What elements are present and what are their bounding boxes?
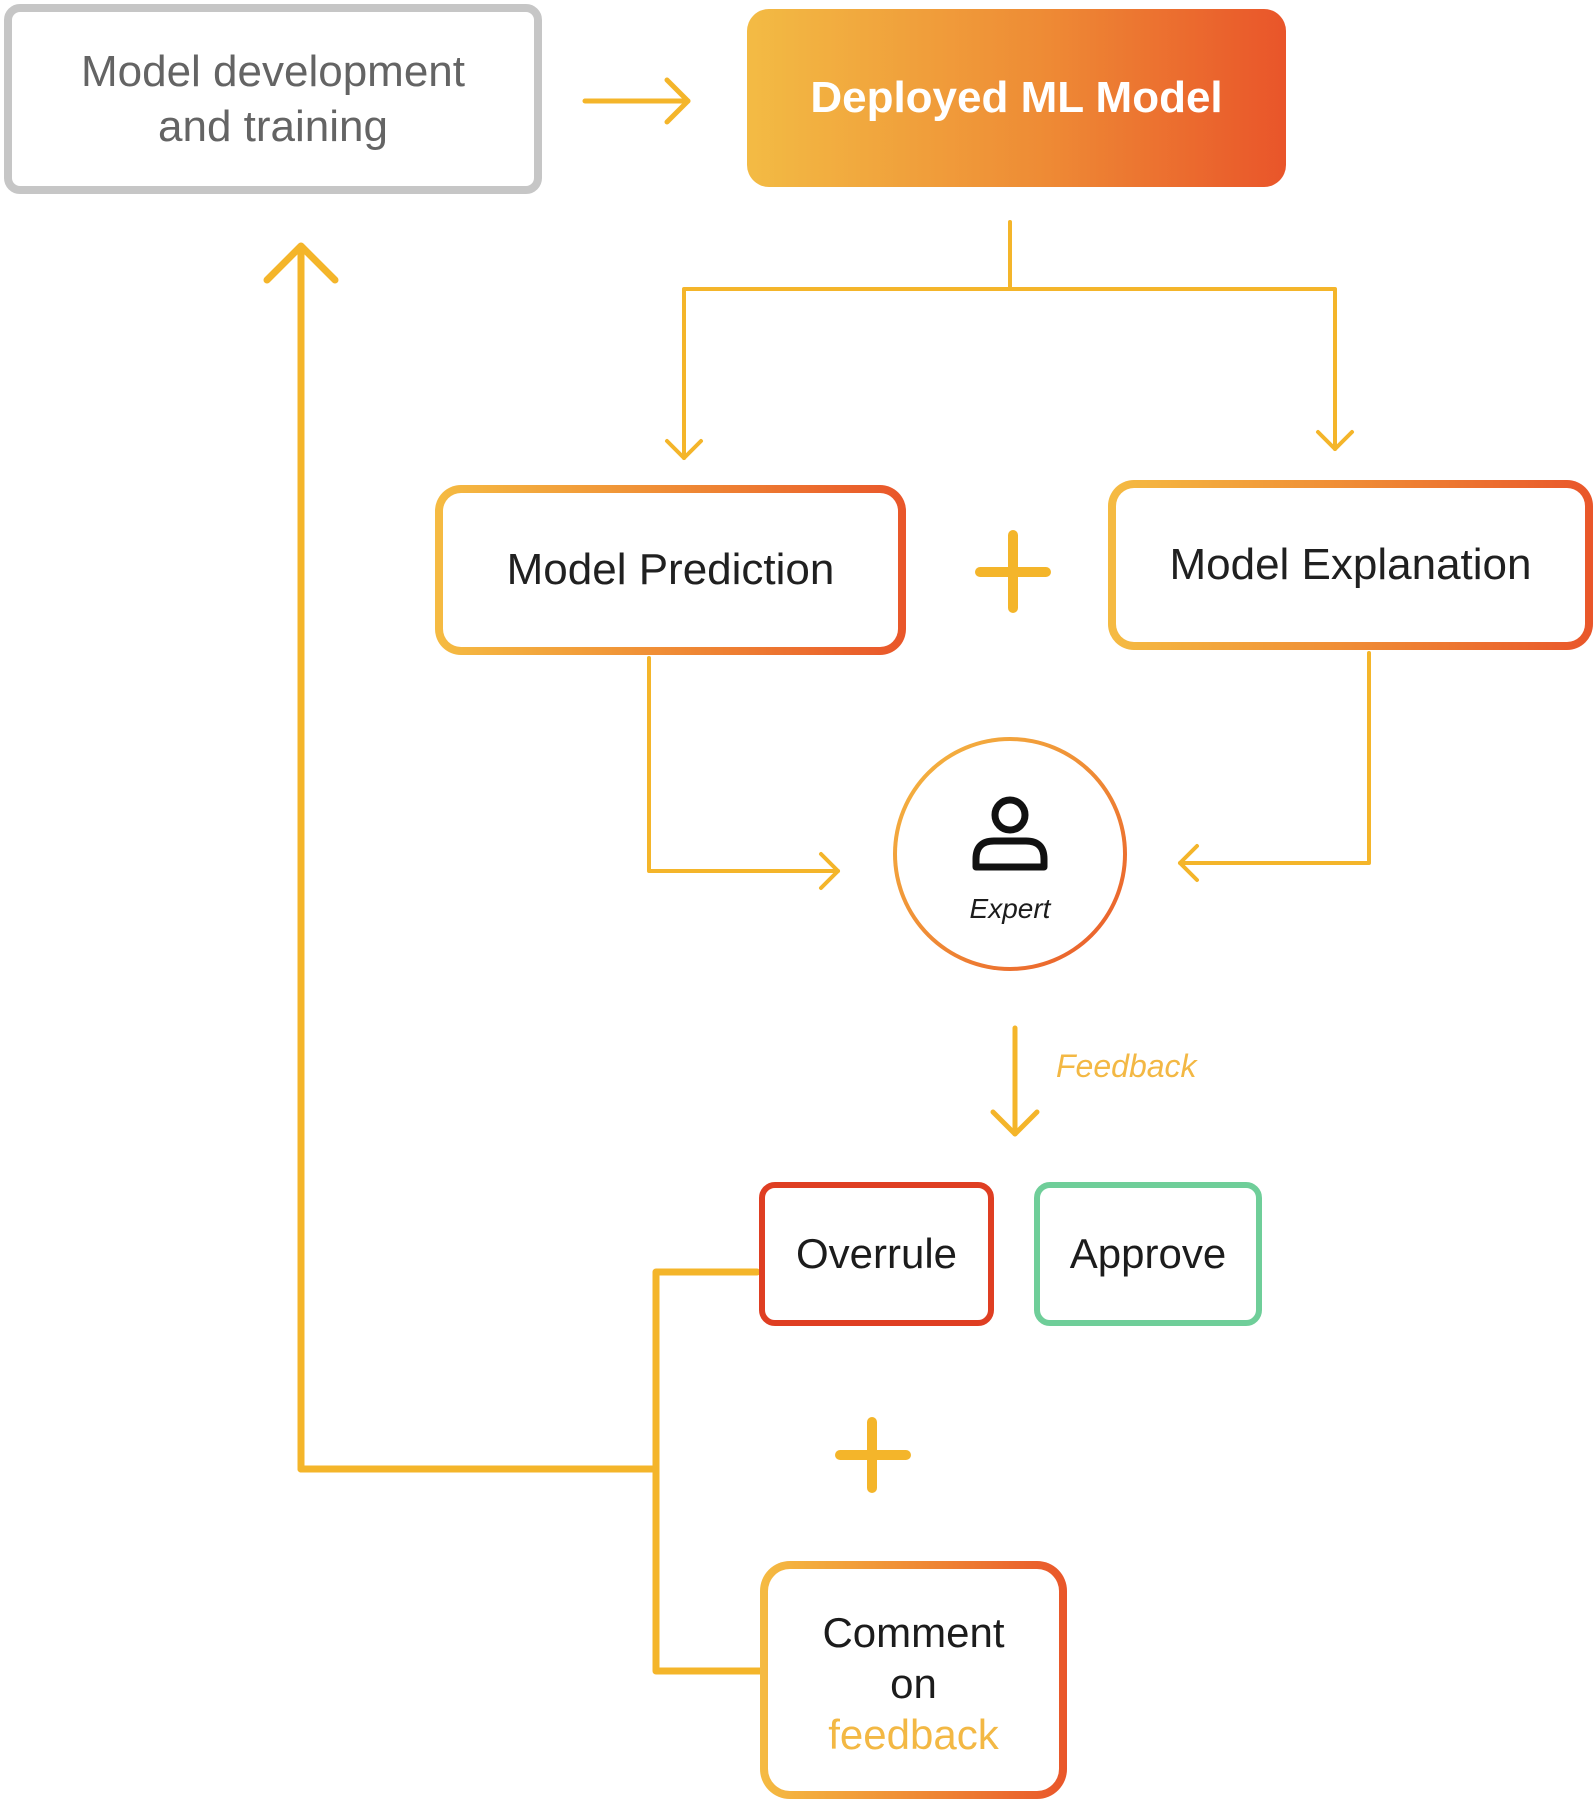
model-development-text: Model development and training — [81, 44, 465, 154]
plus-icon-prediction-explanation — [975, 530, 1051, 613]
arrow-to-explanation — [1316, 418, 1354, 451]
expert-node: Expert — [893, 737, 1127, 971]
approve-label: Approve — [1069, 1230, 1227, 1277]
model-development-line2: and training — [158, 102, 388, 151]
arrow-explanation-to-expert — [1178, 651, 1371, 882]
feedback-label: Feedback — [1056, 1048, 1197, 1084]
approve-node: Approve — [1034, 1182, 1262, 1326]
connector-deployed-branch — [682, 220, 1337, 422]
model-prediction-node: Model Prediction — [435, 485, 906, 655]
model-explanation-node: Model Explanation — [1108, 480, 1593, 650]
overrule-node: Overrule — [759, 1182, 994, 1326]
model-development-node: Model development and training — [4, 4, 542, 194]
person-icon — [972, 796, 1048, 871]
arrow-to-prediction — [665, 418, 703, 460]
model-explanation-label: Model Explanation — [1169, 540, 1532, 589]
connector-return-loop — [263, 242, 764, 1675]
model-prediction-label: Model Prediction — [506, 545, 835, 594]
comment-on-feedback-node: Comment on feedback — [760, 1561, 1067, 1799]
comment-line3: feedback — [828, 1710, 999, 1758]
overrule-label: Overrule — [795, 1230, 958, 1277]
arrow-feedback — [990, 1025, 1040, 1137]
comment-line2: on — [890, 1659, 937, 1707]
model-development-line1: Model development — [80, 47, 465, 96]
expert-label: Expert — [969, 893, 1051, 924]
plus-icon-feedback-comment — [835, 1417, 911, 1493]
deployed-model-node: Deployed ML Model — [747, 9, 1286, 187]
arrow-dev-to-deployed — [582, 77, 691, 125]
deployed-model-label: Deployed ML Model — [810, 73, 1223, 122]
arrow-prediction-to-expert — [647, 656, 840, 890]
comment-line1: Comment — [822, 1608, 1005, 1656]
